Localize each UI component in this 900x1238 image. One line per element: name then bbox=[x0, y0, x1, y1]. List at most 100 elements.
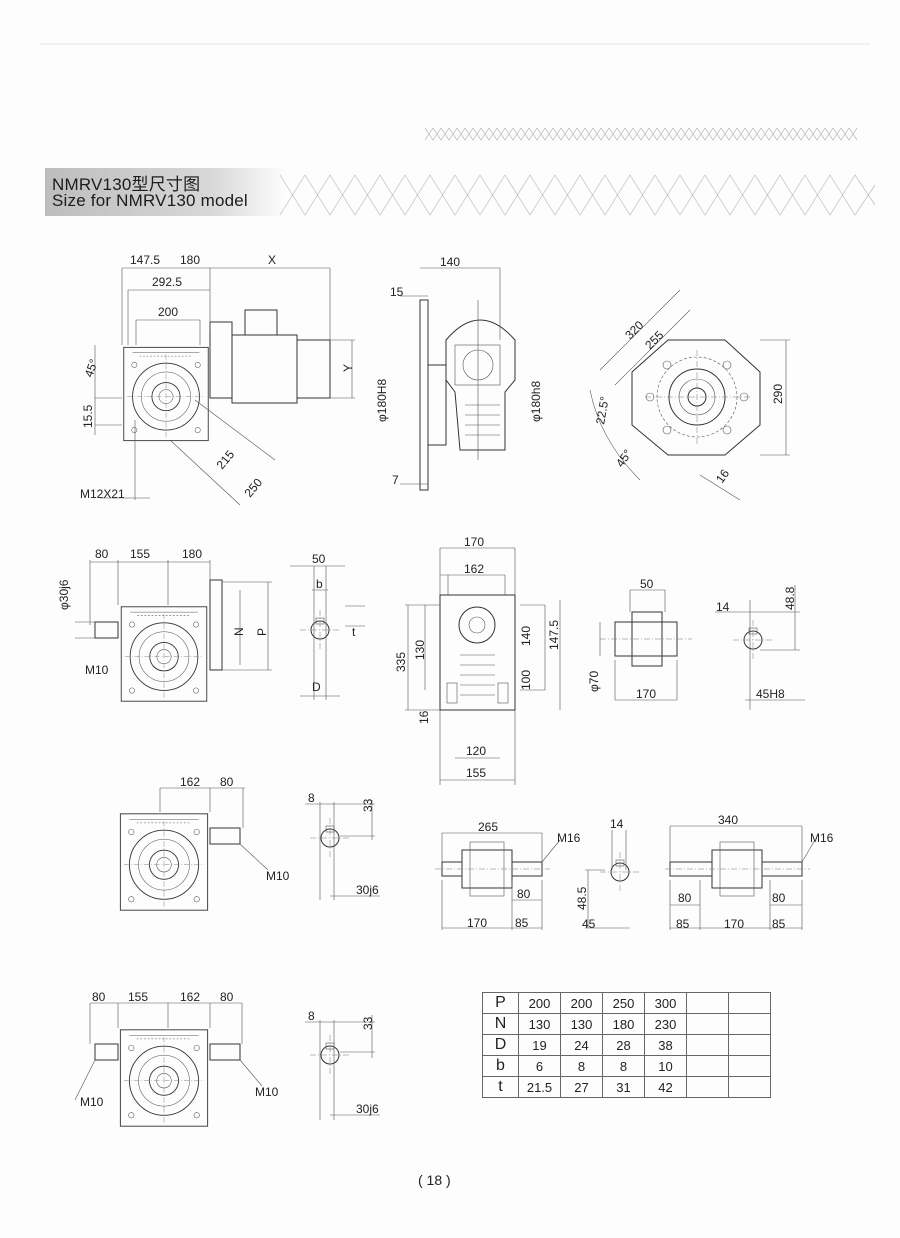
dim-label: 80 bbox=[95, 547, 109, 561]
dim-label: 140 bbox=[440, 255, 460, 269]
dim-label: M16 bbox=[810, 831, 834, 845]
row-key: N bbox=[482, 1013, 519, 1035]
row-key: D bbox=[482, 1034, 519, 1056]
dim-label: b bbox=[316, 577, 323, 591]
dim-label: 16 bbox=[713, 466, 732, 485]
table-cell: 42 bbox=[644, 1076, 687, 1098]
table-cell: 130 bbox=[518, 1013, 561, 1035]
dim-label: 290 bbox=[771, 384, 785, 404]
dim-label: 80 bbox=[220, 990, 234, 1004]
table-cell: 230 bbox=[644, 1013, 687, 1035]
table-cell bbox=[728, 1013, 771, 1035]
table-cell: 31 bbox=[602, 1076, 645, 1098]
dim-label: 335 bbox=[394, 652, 408, 672]
dim-label: 50 bbox=[312, 552, 326, 566]
dim-label: 85 bbox=[772, 917, 786, 931]
dim-label: 45H8 bbox=[756, 687, 785, 701]
dim-label: 155 bbox=[466, 766, 486, 780]
dim-label: 155 bbox=[128, 990, 148, 1004]
table-cell: 28 bbox=[602, 1034, 645, 1056]
dim-label: 130 bbox=[413, 640, 427, 660]
view-output-key-2: 14 48.5 45 bbox=[575, 817, 640, 931]
table-cell: 38 bbox=[644, 1034, 687, 1056]
dim-label: 50 bbox=[640, 577, 654, 591]
view-output-single: 162 80 M10 bbox=[119, 775, 290, 911]
dim-label: 80 bbox=[92, 990, 106, 1004]
table-cell bbox=[728, 1076, 771, 1098]
dim-label: M10 bbox=[80, 1095, 104, 1109]
dim-label: 14 bbox=[716, 600, 730, 614]
dim-label: M12X21 bbox=[80, 487, 125, 501]
view-double-output-shaft: 340 M16 80 80 85 170 85 bbox=[665, 813, 834, 931]
dim-label: 15 bbox=[390, 285, 404, 299]
dim-label: Y bbox=[341, 364, 355, 372]
dim-label: 80 bbox=[517, 887, 531, 901]
dim-label: 162 bbox=[180, 990, 200, 1004]
dim-label: 180 bbox=[182, 547, 202, 561]
dim-label: D bbox=[312, 680, 321, 694]
dim-label: 16 bbox=[417, 710, 431, 724]
table-cell bbox=[686, 1034, 729, 1056]
table-cell: 10 bbox=[644, 1055, 687, 1077]
view-input-shaft: φ30j6 80 155 180 M10 N P bbox=[57, 547, 272, 702]
dim-label: φ70 bbox=[587, 671, 601, 692]
table-cell bbox=[686, 1013, 729, 1035]
dim-label: 7 bbox=[392, 473, 399, 487]
table-cell bbox=[728, 992, 771, 1014]
dim-label: 45° bbox=[613, 447, 635, 470]
view-hollow-shaft: 50 φ70 170 bbox=[587, 577, 692, 701]
view-flange-face: 320 255 290 22.5° 45° 16 bbox=[589, 289, 790, 501]
dim-label: M10 bbox=[85, 663, 109, 677]
dim-label: X bbox=[268, 253, 276, 267]
table-cell bbox=[686, 1076, 729, 1098]
dim-label: t bbox=[352, 625, 356, 639]
dim-label: 170 bbox=[464, 535, 484, 549]
title-english: Size for NMRV130 model bbox=[52, 191, 248, 210]
view-input-keyway: 50 b t D bbox=[290, 552, 365, 700]
dim-label: 265 bbox=[478, 820, 498, 834]
page-number: ( 18 ) bbox=[418, 1172, 451, 1188]
dim-label: M10 bbox=[266, 869, 290, 883]
dim-label: 120 bbox=[466, 744, 486, 758]
dim-label: 255 bbox=[642, 328, 666, 352]
table-cell: 8 bbox=[560, 1055, 603, 1077]
dim-label: 162 bbox=[464, 562, 484, 576]
dim-label: 147.5 bbox=[547, 620, 561, 650]
dim-label: N bbox=[232, 627, 246, 636]
table-cell bbox=[686, 1055, 729, 1077]
dim-label: 292.5 bbox=[152, 275, 182, 289]
view-side-flange: 140 15 φ180H8 φ180h8 7 bbox=[375, 255, 543, 491]
dim-label: 45 bbox=[582, 917, 596, 931]
table-cell bbox=[686, 992, 729, 1014]
view-hollow-keyway: 14 48.8 45H8 bbox=[715, 585, 805, 710]
view-motor-side: 147.5 180 X 292.5 200 45° Y 15.5 215 250… bbox=[80, 253, 355, 506]
table-cell: 300 bbox=[644, 992, 687, 1014]
dim-label: 15.5 bbox=[81, 404, 95, 428]
dim-label: 170 bbox=[724, 917, 744, 931]
decorative-diamond-band bbox=[40, 43, 876, 216]
row-key: t bbox=[482, 1076, 519, 1098]
dim-label: 30j6 bbox=[356, 883, 379, 897]
dim-label: 170 bbox=[467, 916, 487, 930]
table-cell: 24 bbox=[560, 1034, 603, 1056]
dim-label: 155 bbox=[130, 547, 150, 561]
dim-label: 147.5 bbox=[130, 253, 160, 267]
table-cell: 250 bbox=[602, 992, 645, 1014]
table-cell: 180 bbox=[602, 1013, 645, 1035]
table-cell: 27 bbox=[560, 1076, 603, 1098]
title-band bbox=[45, 168, 285, 216]
dim-label: 14 bbox=[610, 817, 624, 831]
table-cell: 200 bbox=[560, 992, 603, 1014]
dim-label: φ180h8 bbox=[529, 381, 543, 422]
table-cell: 200 bbox=[518, 992, 561, 1014]
dim-label: 215 bbox=[214, 447, 238, 472]
view-output-key-3: 8 33 30j6 bbox=[305, 1009, 380, 1120]
dim-label: 48.8 bbox=[783, 586, 797, 610]
